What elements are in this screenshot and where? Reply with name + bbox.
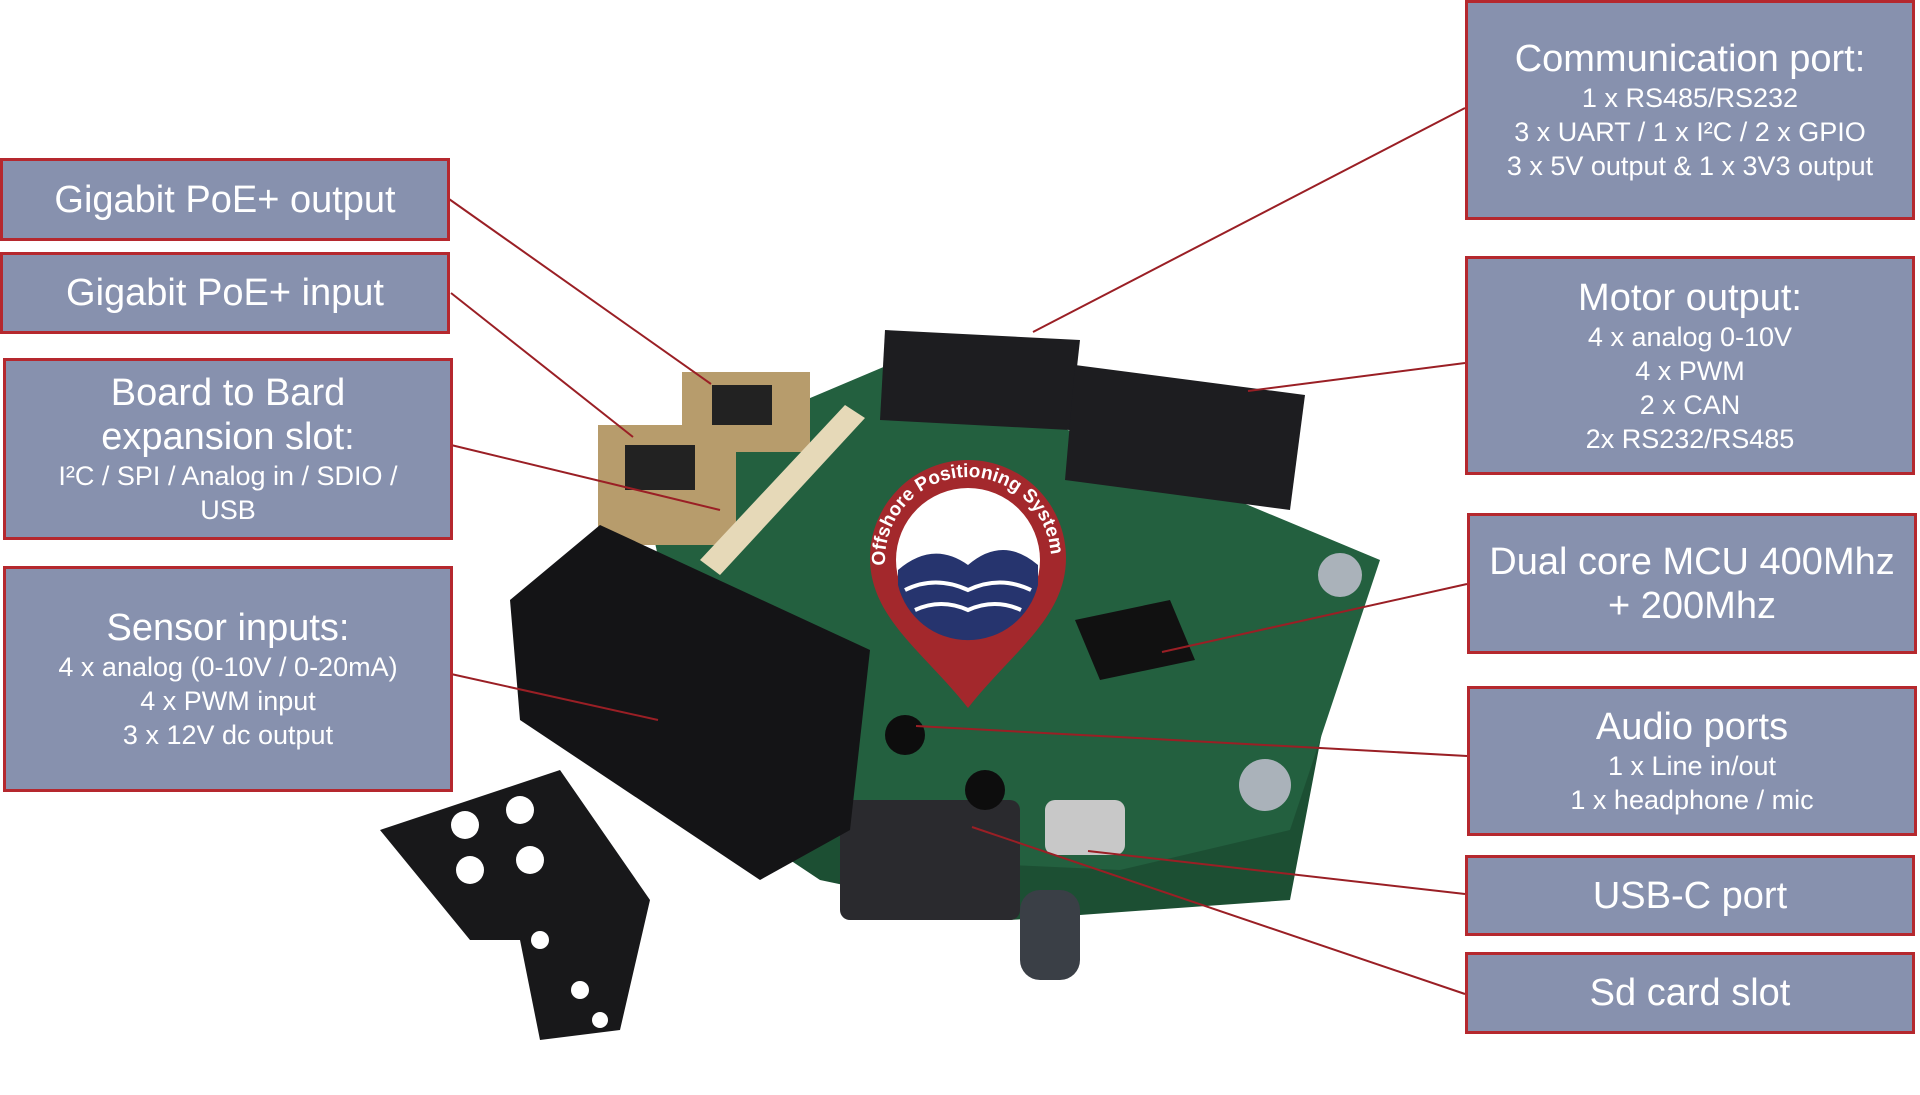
leader-sensor	[450, 673, 659, 721]
label-motor-output: Motor output: 4 x analog 0-10V 4 x PWM 2…	[1465, 256, 1915, 475]
comm-connector	[880, 330, 1080, 430]
label-line: 2x RS232/RS485	[1585, 423, 1795, 454]
label-title: Audio ports	[1595, 706, 1789, 748]
leader-motor	[1247, 362, 1466, 392]
label-usb-c-port: USB-C port	[1465, 855, 1915, 936]
label-title: Motor output:	[1578, 276, 1802, 319]
label-line: 1 x Line in/out	[1607, 751, 1777, 781]
motor-connector	[1065, 365, 1305, 510]
label-poe-output: Gigabit PoE+ output	[0, 158, 450, 241]
expansion-slot	[700, 405, 865, 575]
label-title: Dual core MCU 400Mhz + 200Mhz	[1489, 540, 1895, 627]
label-line: 4 x analog 0-10V	[1587, 321, 1793, 352]
audio-jack	[885, 715, 925, 755]
label-line: 2 x CAN	[1639, 389, 1741, 420]
label-sensor-inputs: Sensor inputs: 4 x analog (0-10V / 0-20m…	[3, 566, 453, 792]
label-line: 1 x headphone / mic	[1570, 785, 1814, 815]
label-title: Gigabit PoE+ output	[54, 178, 396, 221]
leader-poe-input	[450, 292, 634, 438]
label-line: 3 x 12V dc output	[122, 720, 334, 750]
leader-sd	[971, 826, 1466, 995]
standoff	[1318, 553, 1362, 597]
label-title: Gigabit PoE+ input	[66, 272, 384, 314]
label-expansion-slot: Board to Bard expansion slot: I²C / SPI …	[3, 358, 453, 540]
capacitor	[1020, 890, 1080, 980]
label-title: Board to Bard expansion slot:	[101, 372, 355, 458]
label-line: 1 x RS485/RS232	[1581, 83, 1799, 113]
label-sd-card-slot: Sd card slot	[1465, 952, 1915, 1034]
mount-bracket	[380, 770, 650, 1040]
label-title: Sensor inputs:	[106, 607, 350, 649]
leader-lines	[448, 107, 1468, 995]
mcu-chip	[1075, 600, 1195, 680]
label-line: 4 x PWM input	[140, 686, 316, 716]
leader-usbc	[1087, 850, 1466, 895]
label-line: 4 x PWM	[1635, 355, 1745, 386]
leader-poe-output	[448, 198, 712, 385]
audio-jack	[965, 770, 1005, 810]
label-line: 4 x analog (0-10V / 0-20mA)	[58, 652, 398, 682]
bottom-module	[840, 800, 1020, 920]
label-mcu: Dual core MCU 400Mhz + 200Mhz	[1467, 513, 1917, 654]
label-communication-port: Communication port: 1 x RS485/RS232 3 x …	[1465, 0, 1915, 220]
ethernet-port-output	[712, 385, 772, 425]
label-line: 3 x UART / 1 x I²C / 2 x GPIO	[1514, 117, 1866, 147]
ethernet-port-input	[625, 445, 695, 490]
leader-expansion	[450, 444, 721, 511]
label-line: 3 x 5V output & 1 x 3V3 output	[1506, 151, 1874, 181]
label-poe-input: Gigabit PoE+ input	[0, 252, 450, 334]
label-title: USB-C port	[1592, 874, 1788, 917]
bracket-holes	[451, 796, 608, 1028]
label-title: Communication port:	[1514, 38, 1866, 80]
label-title: Sd card slot	[1589, 972, 1791, 1014]
leader-audio	[915, 725, 1468, 757]
leader-mcu	[1161, 583, 1468, 653]
label-line: I²C / SPI / Analog in / SDIO / USB	[58, 461, 398, 525]
leader-comm	[1032, 107, 1466, 333]
usb-c-connector	[1045, 800, 1125, 855]
label-audio-ports: Audio ports 1 x Line in/out 1 x headphon…	[1467, 686, 1917, 836]
sensor-terminal-block	[510, 525, 870, 880]
standoff	[1239, 759, 1291, 811]
